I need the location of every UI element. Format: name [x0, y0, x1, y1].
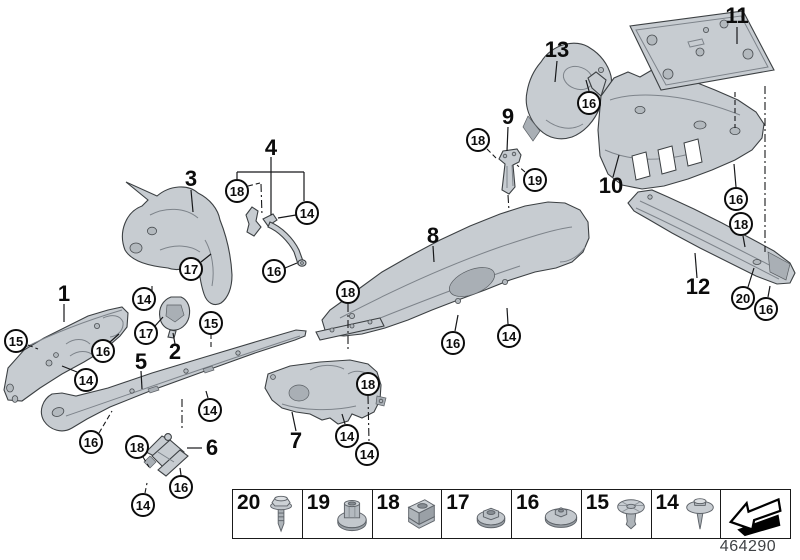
callout-16-1[interactable]: 16 — [91, 339, 115, 363]
part-label-3[interactable]: 3 — [184, 166, 198, 191]
part-label-8[interactable]: 8 — [426, 223, 440, 248]
callout-15-10[interactable]: 15 — [199, 311, 223, 335]
legend-item-19[interactable]: 19 — [303, 490, 373, 538]
plastic-flange-nut-icon — [333, 492, 371, 536]
callout-14-20[interactable]: 14 — [497, 324, 521, 348]
legend-item-18[interactable]: 18 — [373, 490, 443, 538]
part-label-6[interactable]: 6 — [205, 435, 219, 460]
legend-number: 16 — [516, 491, 540, 514]
part-7-shape — [264, 359, 387, 425]
legend-item-17[interactable]: 17 — [442, 490, 512, 538]
part-label-4[interactable]: 4 — [264, 135, 278, 160]
callout-18-21[interactable]: 18 — [466, 128, 490, 152]
callout-18-18[interactable]: 18 — [336, 280, 360, 304]
travel-direction-arrow-cell — [721, 490, 790, 538]
flange-nut-icon — [472, 492, 510, 536]
part-label-10[interactable]: 10 — [598, 173, 624, 198]
cage-nut-clip-icon — [402, 492, 440, 536]
callout-14-16[interactable]: 14 — [335, 424, 359, 448]
legend-item-20[interactable]: 20 — [233, 490, 303, 538]
part-12-shape — [627, 189, 796, 285]
callout-14-17[interactable]: 14 — [355, 442, 379, 466]
washer-nut-icon — [542, 492, 580, 536]
callout-16-19[interactable]: 16 — [441, 331, 465, 355]
part-label-12[interactable]: 12 — [685, 274, 711, 299]
callout-20-26[interactable]: 20 — [731, 286, 755, 310]
legend-item-14[interactable]: 14 — [652, 490, 722, 538]
legend-number: 18 — [376, 491, 400, 514]
callout-17-6[interactable]: 17 — [179, 257, 203, 281]
part-3-shape — [121, 181, 233, 306]
washer-screw-icon — [681, 492, 719, 536]
legend-item-15[interactable]: 15 — [582, 490, 652, 538]
part-label-2[interactable]: 2 — [168, 339, 182, 364]
part-1-shape — [3, 306, 129, 403]
callout-18-25[interactable]: 18 — [729, 212, 753, 236]
legend-number: 19 — [306, 491, 331, 514]
leader-lines — [27, 27, 771, 494]
callout-14-4[interactable]: 14 — [132, 287, 156, 311]
part-label-1[interactable]: 1 — [57, 281, 71, 306]
callout-15-0[interactable]: 15 — [4, 329, 28, 353]
callout-18-12[interactable]: 18 — [125, 435, 149, 459]
callout-14-14[interactable]: 14 — [131, 493, 155, 517]
callout-14-11[interactable]: 14 — [198, 398, 222, 422]
part-label-7[interactable]: 7 — [289, 428, 303, 453]
part-11-shape — [629, 10, 775, 91]
part-2-shape — [159, 296, 191, 339]
part-label-5[interactable]: 5 — [134, 349, 148, 374]
callout-16-9[interactable]: 16 — [262, 259, 286, 283]
hex-head-screw-icon — [263, 492, 301, 536]
callout-16-27[interactable]: 16 — [754, 297, 778, 321]
callout-17-5[interactable]: 17 — [134, 321, 158, 345]
part-label-13[interactable]: 13 — [544, 37, 570, 62]
part-6-shape — [143, 433, 189, 477]
part-label-9[interactable]: 9 — [501, 104, 515, 129]
legend-number: 17 — [446, 491, 470, 514]
callout-16-13[interactable]: 16 — [169, 475, 193, 499]
callout-16-3[interactable]: 16 — [79, 430, 103, 454]
fastener-legend: 20 19 18 17 16 15 14 — [232, 489, 791, 539]
part-10-shape — [587, 69, 765, 190]
part-9-shape — [498, 148, 522, 195]
part-8-shape — [315, 201, 590, 341]
callout-19-22[interactable]: 19 — [523, 168, 547, 192]
part-4-shape — [245, 206, 307, 267]
legend-item-16[interactable]: 16 — [512, 490, 582, 538]
callout-16-24[interactable]: 16 — [724, 187, 748, 211]
part-5-shape — [40, 329, 307, 432]
callout-18-7[interactable]: 18 — [225, 179, 249, 203]
legend-number: 20 — [237, 491, 261, 514]
callout-18-15[interactable]: 18 — [356, 372, 380, 396]
callout-14-8[interactable]: 14 — [295, 201, 319, 225]
callout-14-2[interactable]: 14 — [74, 368, 98, 392]
part-label-11[interactable]: 11 — [725, 3, 749, 28]
legend-number: 15 — [585, 491, 610, 514]
doc-number: 464290 — [719, 538, 777, 555]
legend-number: 14 — [655, 491, 679, 514]
callout-16-23[interactable]: 16 — [577, 91, 601, 115]
expanding-rivet-icon — [612, 492, 650, 536]
travel-direction-arrow-icon — [726, 492, 786, 537]
